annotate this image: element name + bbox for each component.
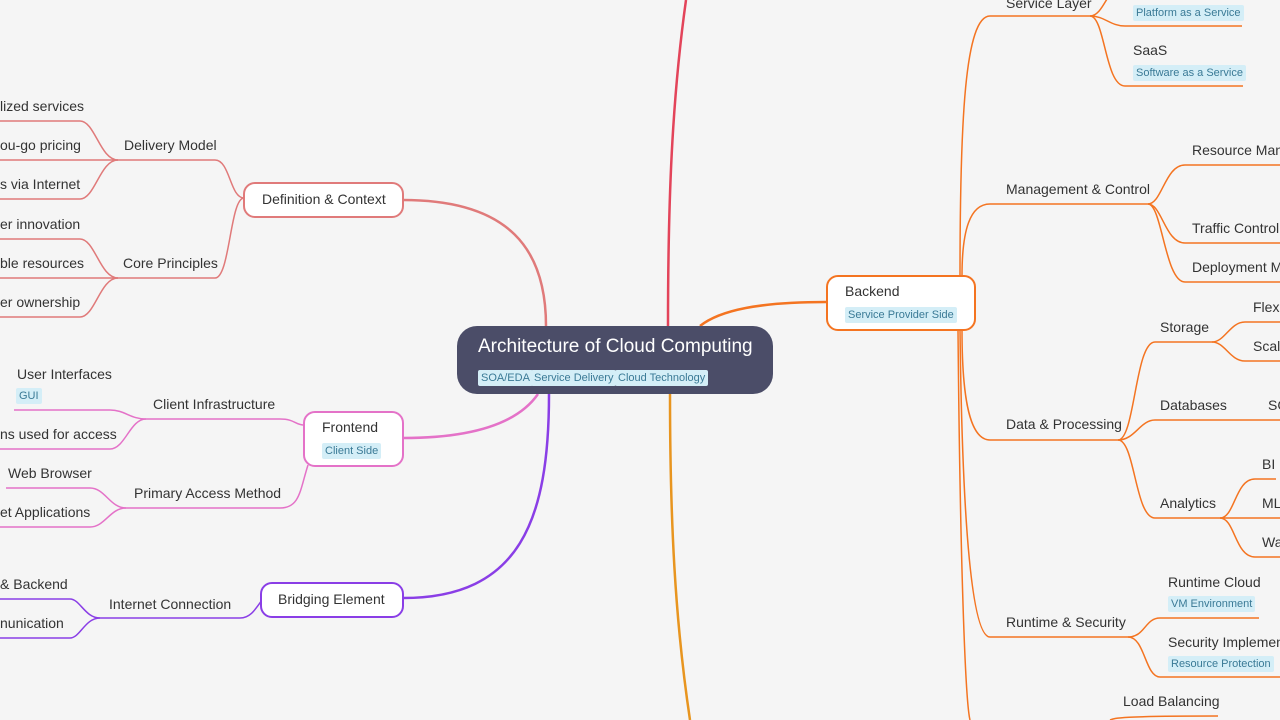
user-interfaces-node[interactable]: User Interfaces (17, 366, 112, 382)
databases-item-1[interactable]: SC (1268, 397, 1280, 413)
load-balancing-node[interactable]: Load Balancing (1123, 693, 1220, 709)
access-item-2[interactable]: et Applications (0, 504, 91, 520)
service-layer-node[interactable]: Service Layer (1006, 0, 1092, 11)
delivery-item-2[interactable]: ou-go pricing (0, 137, 81, 153)
analytics-node[interactable]: Analytics (1160, 495, 1217, 511)
root-title: Architecture of Cloud Computing (478, 336, 753, 357)
core-principles-node[interactable]: Core Principles (123, 255, 218, 271)
client-infrastructure-node[interactable]: Client Infrastructure (153, 396, 276, 412)
internet-connection-node[interactable]: Internet Connection (109, 596, 232, 612)
root-tag-soa: SOA/EDA (478, 370, 533, 386)
delivery-item-3[interactable]: s via Internet (0, 176, 81, 192)
definition-context-label: Definition & Context (262, 191, 386, 207)
runtime-cloud-node[interactable]: Runtime Cloud (1168, 574, 1261, 590)
primary-access-node[interactable]: Primary Access Method (134, 485, 282, 501)
internet-item-2[interactable]: nunication (0, 615, 64, 631)
analytics-bi[interactable]: BI (1262, 456, 1276, 472)
data-processing-node[interactable]: Data & Processing (1006, 416, 1122, 432)
core-item-2[interactable]: ble resources (0, 255, 85, 271)
gui-tag: GUI (16, 388, 42, 404)
saas-node[interactable]: SaaS (1133, 42, 1168, 58)
vm-environment-tag: VM Environment (1168, 596, 1256, 612)
security-implementation-node[interactable]: Security Implemen (1168, 634, 1280, 650)
root-tag-service-delivery: Service Delivery (531, 370, 617, 386)
storage-node[interactable]: Storage (1160, 319, 1210, 335)
storage-item-2[interactable]: Scala (1253, 338, 1280, 354)
root-node[interactable]: Architecture of Cloud Computing SOA/EDA … (457, 326, 773, 394)
deployment-node[interactable]: Deployment Mo (1192, 259, 1280, 275)
analytics-item-3[interactable]: Wa (1262, 534, 1280, 550)
management-control-node[interactable]: Management & Control (1006, 181, 1150, 197)
runtime-security-node[interactable]: Runtime & Security (1006, 614, 1126, 630)
storage-item-1[interactable]: Flexi (1253, 299, 1280, 315)
root-tag-cloud-technology: Cloud Technology (615, 370, 709, 386)
backend-label: Backend (845, 283, 900, 299)
databases-node[interactable]: Databases (1160, 397, 1227, 413)
web-browser-node[interactable]: Web Browser (8, 465, 92, 481)
definition-context-node[interactable]: Definition & Context (243, 182, 404, 218)
frontend-tag: Client Side (322, 443, 382, 459)
delivery-item-1[interactable]: lized services (0, 98, 85, 114)
backend-node[interactable]: Backend Service Provider Side (826, 275, 976, 331)
client-infra-item-2[interactable]: ns used for access (0, 426, 117, 442)
bridging-element-label: Bridging Element (278, 591, 385, 607)
core-item-3[interactable]: er ownership (0, 294, 81, 310)
traffic-control-node[interactable]: Traffic Control (1192, 220, 1280, 236)
saas-tag: Software as a Service (1133, 65, 1246, 81)
resource-management-node[interactable]: Resource Mana (1192, 142, 1280, 158)
bridging-element-node[interactable]: Bridging Element (260, 582, 404, 618)
frontend-node[interactable]: Frontend Client Side (303, 411, 404, 467)
delivery-model-node[interactable]: Delivery Model (124, 137, 217, 153)
analytics-ml[interactable]: ML (1262, 495, 1280, 511)
internet-item-1[interactable]: & Backend (0, 576, 68, 592)
core-item-1[interactable]: er innovation (0, 216, 81, 232)
paas-tag: Platform as a Service (1133, 5, 1244, 21)
resource-protection-tag: Resource Protection (1168, 656, 1274, 672)
backend-tag: Service Provider Side (845, 307, 957, 323)
frontend-label: Frontend (322, 419, 379, 435)
